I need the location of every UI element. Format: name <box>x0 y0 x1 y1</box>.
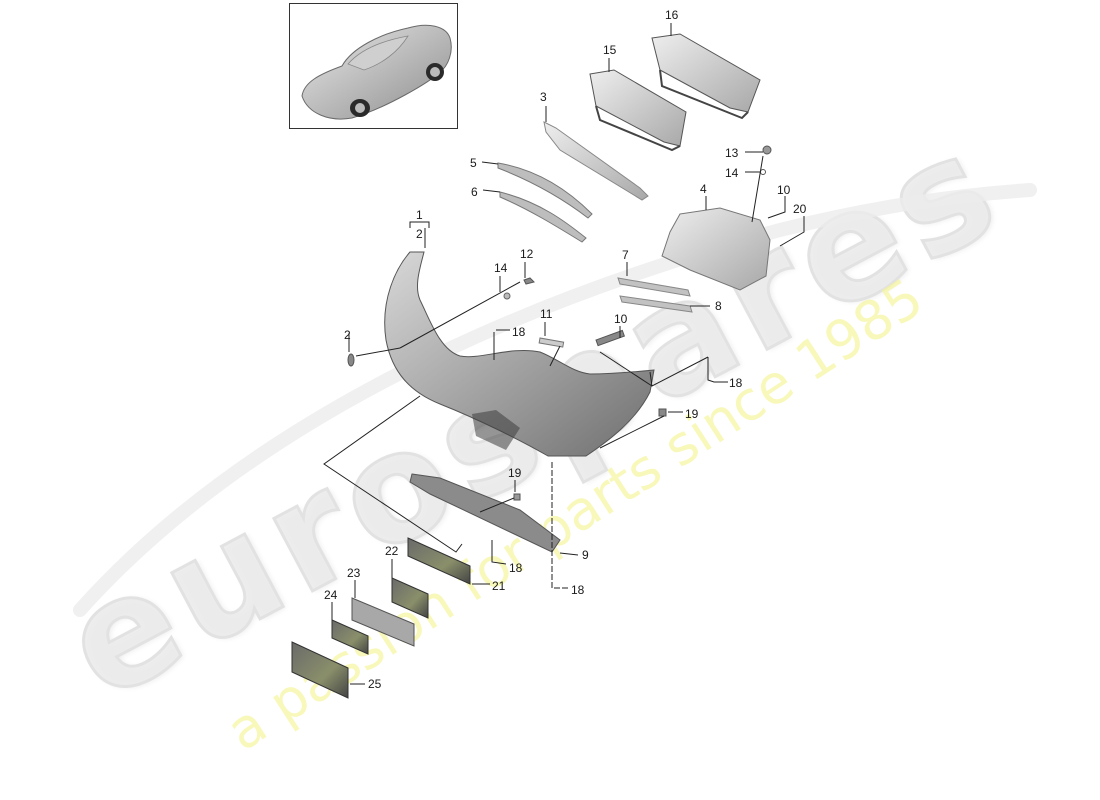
part-25-plate <box>291 641 349 699</box>
callout-7[interactable]: 7 <box>622 248 629 262</box>
part-22-plate <box>391 577 429 619</box>
part-16-air-duct <box>651 33 761 120</box>
callout-19-b[interactable]: 19 <box>508 466 522 480</box>
callout-6[interactable]: 6 <box>471 185 478 199</box>
callout-3[interactable]: 3 <box>540 90 547 104</box>
part-6-trim <box>499 191 587 243</box>
callout-10-upper[interactable]: 10 <box>777 183 791 197</box>
part-7-strip <box>617 277 691 297</box>
part-1-bumper-cover <box>384 251 655 457</box>
callout-23[interactable]: 23 <box>347 566 361 580</box>
callout-2-bracket[interactable]: 2 <box>416 227 423 241</box>
callout-8[interactable]: 8 <box>715 299 722 313</box>
callout-22[interactable]: 22 <box>385 544 399 558</box>
callout-11[interactable]: 11 <box>540 307 553 321</box>
callout-12[interactable]: 12 <box>520 247 534 261</box>
callout-24[interactable]: 24 <box>324 588 338 602</box>
callout-9[interactable]: 9 <box>582 548 589 562</box>
callout-1[interactable]: 1 <box>416 208 423 222</box>
callout-16[interactable]: 16 <box>665 8 679 22</box>
callout-18-a[interactable]: 18 <box>512 325 526 339</box>
leader-lines <box>323 23 805 685</box>
callout-10-lower[interactable]: 10 <box>614 312 628 326</box>
callout-14-upper[interactable]: 14 <box>725 166 739 180</box>
callout-2[interactable]: 2 <box>344 328 351 342</box>
callout-21[interactable]: 21 <box>492 579 506 593</box>
callout-5[interactable]: 5 <box>470 156 477 170</box>
part-4-carrier <box>661 207 771 291</box>
callout-18-b[interactable]: 18 <box>729 376 743 390</box>
part-24-plate <box>331 619 369 655</box>
callout-18-d[interactable]: 18 <box>571 583 585 597</box>
part-5-trim <box>497 162 593 219</box>
callout-4[interactable]: 4 <box>700 182 707 196</box>
vehicle-thumbnail <box>289 3 458 129</box>
part-9-absorber <box>409 473 561 553</box>
callout-15[interactable]: 15 <box>603 43 617 57</box>
callout-18-c[interactable]: 18 <box>509 561 523 575</box>
callout-25[interactable]: 25 <box>368 677 382 691</box>
part-8-strip <box>619 295 693 313</box>
callout-19-a[interactable]: 19 <box>685 407 699 421</box>
part-23-plate <box>351 597 415 647</box>
part-3-grille <box>543 121 649 201</box>
callout-14-lower[interactable]: 14 <box>494 261 508 275</box>
callout-13[interactable]: 13 <box>725 146 739 160</box>
callout-20[interactable]: 20 <box>793 202 807 216</box>
part-21-plate <box>407 537 471 585</box>
car-icon <box>301 24 452 120</box>
part-15-air-duct <box>589 69 687 152</box>
